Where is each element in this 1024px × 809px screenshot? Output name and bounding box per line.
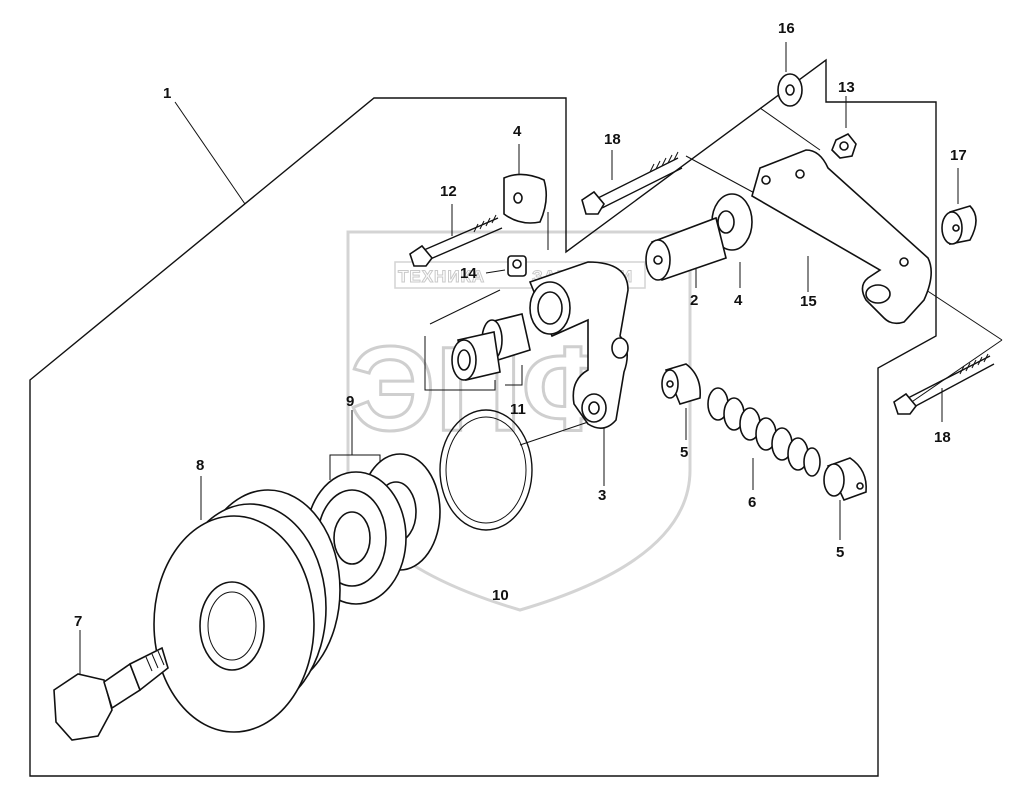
callout-numbers: 1 2 3 4 4 5 5 6 7 8 9 10 11 12 13 14 15 … — [74, 20, 967, 630]
callout-5-top: 5 — [680, 444, 688, 461]
part-8-pulley — [153, 489, 341, 733]
part-3-arm — [528, 261, 629, 429]
callout-14: 14 — [460, 265, 477, 282]
callout-18-right: 18 — [934, 429, 951, 446]
part-9-bearings — [305, 453, 441, 605]
part-11-bushings — [451, 313, 531, 381]
part-17-bushing — [941, 205, 977, 245]
callout-7: 7 — [74, 613, 82, 630]
callout-4-mid: 4 — [734, 292, 743, 309]
part-10-snap-ring — [439, 409, 533, 531]
part-7-bolt — [53, 646, 169, 741]
callout-16: 16 — [778, 20, 795, 37]
part-16-washer — [777, 73, 803, 107]
part-2-pin — [645, 216, 727, 282]
assembly-outline-frame — [29, 58, 937, 777]
callout-15: 15 — [800, 293, 817, 310]
callout-4-top: 4 — [513, 123, 522, 140]
callout-3: 3 — [598, 487, 606, 504]
callout-18-top: 18 — [604, 131, 621, 148]
callout-9: 9 — [346, 393, 354, 410]
part-13-nut — [831, 132, 857, 159]
callout-2: 2 — [690, 292, 698, 309]
callout-8: 8 — [196, 457, 204, 474]
part-6-spring — [707, 387, 821, 477]
part-4-washer-top — [503, 173, 548, 224]
part-5-spring-seat-top — [661, 363, 702, 405]
callout-12: 12 — [440, 183, 457, 200]
callout-10: 10 — [492, 587, 509, 604]
part-12-bolt — [409, 214, 503, 267]
part-15-bracket — [751, 149, 932, 325]
part-14-grease-fitting — [507, 255, 527, 277]
callout-5-bottom: 5 — [836, 544, 844, 561]
callout-17: 17 — [950, 147, 967, 164]
callout-6: 6 — [748, 494, 756, 511]
callout-11: 11 — [510, 401, 526, 418]
callout-1: 1 — [163, 85, 171, 102]
watermark-text-left: ТЕХНИКА — [398, 267, 485, 286]
part-18-bolt-top — [581, 151, 683, 215]
part-5-spring-seat-bottom — [823, 457, 867, 502]
part-18-bolt-right — [893, 353, 995, 415]
callout-13: 13 — [838, 79, 855, 96]
